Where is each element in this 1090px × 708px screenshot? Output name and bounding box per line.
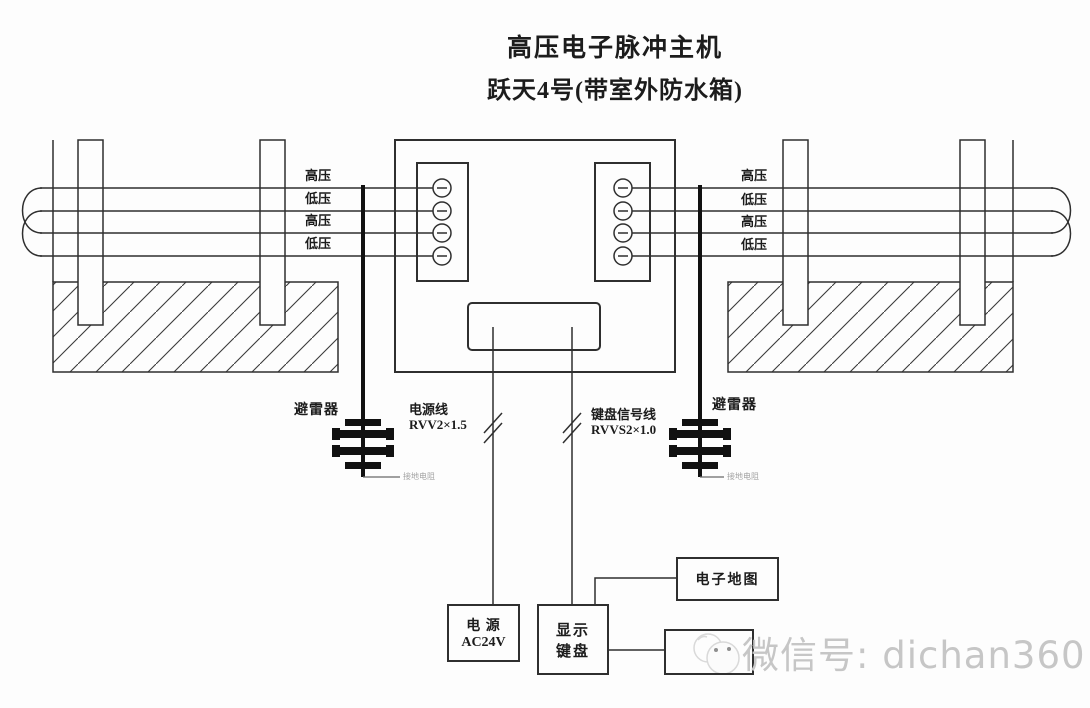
connector-block — [467, 302, 601, 351]
arrester-label-right: 避雷器 — [712, 398, 757, 413]
display-keypad-line2: 键盘 — [555, 643, 590, 660]
power-cable-name: 电源线 — [409, 402, 449, 417]
signal-cable-label: 键盘信号线 RVVS2×1.0 — [591, 407, 657, 438]
electronic-map-label: 电子地图 — [695, 573, 760, 588]
title-line-1: 高压电子脉冲主机 — [506, 35, 723, 62]
device-cables — [483, 327, 676, 651]
lightning-arrester-right — [669, 185, 731, 478]
power-supply-line1: 电 源 — [466, 619, 501, 634]
arrester-label-left: 避雷器 — [294, 403, 339, 418]
left-wire-label-1: 高压 — [304, 168, 331, 183]
display-keypad-line1: 显示 — [555, 622, 590, 639]
right-wire-label-3: 高压 — [740, 214, 767, 229]
signal-cable-spec: RVVS2×1.0 — [591, 421, 657, 437]
right-wire-loop-2 — [1050, 210, 1072, 257]
lightning-arrester-left — [332, 185, 400, 478]
left-wire-loop-2 — [21, 210, 43, 257]
power-supply-box: 电 源 AC24V — [447, 604, 520, 662]
diagram-title: 高压电子脉冲主机 跃天4号(带室外防水箱) — [390, 28, 840, 105]
ground-note-right: 接地电阻 — [727, 472, 759, 481]
power-cable-label: 电源线 RVV2×1.5 — [409, 402, 467, 433]
watermark-text: 微信号: dichan360 — [742, 634, 1086, 677]
left-wire-label-3: 高压 — [304, 213, 331, 228]
right-wire-label-2: 低压 — [740, 192, 767, 207]
left-wire-loop-1 — [21, 187, 43, 234]
electronic-map-box: 电子地图 — [676, 557, 779, 601]
map-cable — [594, 577, 676, 605]
right-wire-loop-1 — [1050, 187, 1072, 234]
mouse-box — [664, 629, 754, 675]
power-cable-spec: RVV2×1.5 — [409, 416, 467, 432]
signal-cable-name: 键盘信号线 — [591, 407, 657, 422]
terminal-screws — [432, 178, 633, 266]
display-keypad-box: 显示 键盘 — [537, 604, 609, 675]
left-wire-label-4: 低压 — [304, 236, 331, 251]
title-line-2: 跃天4号(带室外防水箱) — [487, 78, 743, 104]
fence-wires — [21, 187, 1072, 257]
right-wire-label-4: 低压 — [740, 237, 767, 252]
power-supply-line2: AC24V — [461, 635, 506, 650]
right-wire-label-1: 高压 — [740, 168, 767, 183]
left-wire-label-2: 低压 — [304, 191, 331, 206]
ground-note-left: 接地电阻 — [403, 472, 435, 481]
